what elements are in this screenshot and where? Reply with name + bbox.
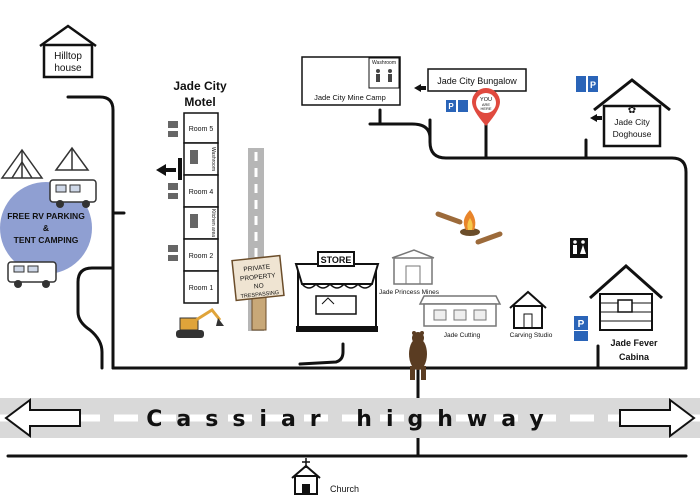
you-label-3: HERE	[480, 106, 491, 111]
motel-room-2: Room 2	[189, 253, 214, 260]
parking-icon: P	[574, 316, 588, 341]
jade-city-doghouse: ✿ Jade City Doghouse P	[576, 76, 671, 148]
road-store-spur	[298, 342, 345, 366]
rv-parking-label-3: TENT CAMPING	[14, 235, 79, 245]
bed-icon	[168, 121, 178, 261]
highway-arrow-right	[619, 398, 696, 438]
motel-title-1: Jade City	[173, 79, 227, 93]
motel-kitchen: Kitchen area	[210, 209, 216, 237]
cabins-label-2: Cabina	[619, 352, 650, 362]
road-east-loop	[428, 118, 688, 370]
motel-room-4: Room 4	[189, 189, 214, 196]
entrance-arrow-icon	[414, 84, 426, 92]
paw-icon: ✿	[628, 105, 636, 116]
rv-parking-label-2: &	[43, 223, 49, 233]
jade-city-mine-camp: Washroom Jade City Mine Camp	[301, 56, 401, 106]
jade-cutting: Jade Cutting	[418, 295, 502, 339]
bungalow-name: Jade City Bungalow	[437, 76, 517, 86]
motel-room-1: Room 1	[189, 285, 214, 292]
campfire-icon	[435, 210, 503, 245]
tent-icon	[0, 148, 44, 179]
bear-icon	[409, 331, 427, 380]
you-are-here-pin: YOU ARE HERE	[472, 88, 500, 126]
toilet-icon	[190, 150, 198, 164]
entrance-arrow-icon	[590, 114, 602, 122]
you-label-1: YOU	[480, 97, 492, 103]
doghouse-label-1: Jade City	[614, 117, 650, 127]
sign-line-4: TRESPASSING	[240, 290, 279, 300]
restroom-icon	[570, 238, 588, 258]
private-property-sign: PRIVATE PROPERTY NO TRESPASSING	[231, 254, 285, 331]
highway-arrow-left	[4, 398, 81, 438]
rv-parking-label-1: FREE RV PARKING	[7, 211, 85, 221]
parking-icon: P	[576, 76, 598, 92]
kitchen-icon	[190, 214, 198, 228]
jade-princess-mines: Jade Princess Mines	[379, 249, 440, 296]
svg-text:P: P	[448, 102, 454, 111]
road-mine-camp-spur	[368, 122, 432, 140]
entrance-arrow-icon	[156, 158, 182, 180]
jade-city-bungalow: Jade City Bungalow P	[414, 68, 527, 112]
parking-icon: P	[446, 100, 468, 112]
sign-line-2: PROPERTY	[240, 272, 277, 283]
princess-mines-label: Jade Princess Mines	[379, 289, 440, 296]
toilet-icon	[376, 69, 392, 82]
hilltop-house-label-2: house	[54, 63, 82, 74]
rv-camper-icon	[7, 261, 57, 288]
sign-line-3: NO	[254, 283, 264, 291]
store-sign: STORE	[321, 255, 352, 265]
church-label: Church	[330, 484, 359, 494]
mine-camp-name: Jade City Mine Camp	[314, 93, 386, 102]
jade-fever-cabins: Jade Fever Cabina P	[574, 263, 663, 362]
hilltop-house-label-1: Hilltop	[54, 51, 82, 62]
cabins-label-1: Jade Fever	[610, 338, 658, 348]
motel-title-2: Motel	[184, 95, 215, 109]
road-hilltop	[66, 95, 115, 370]
jade-cutting-label: Jade Cutting	[444, 332, 481, 339]
mine-camp-washroom: Washroom	[372, 60, 396, 66]
rv-parking-area: FREE RV PARKING & TENT CAMPING	[0, 146, 97, 288]
doghouse-label-2: Doghouse	[613, 129, 652, 139]
store: STORE	[294, 251, 380, 332]
tent-icon	[54, 146, 90, 171]
svg-text:P: P	[590, 80, 596, 90]
rv-camper-icon	[49, 179, 97, 208]
motel-washroom: Washroom	[210, 147, 216, 171]
jade-city-motel: Jade City Motel Room 5 Washroom Room 4 K…	[156, 79, 227, 304]
sign-line-1: PRIVATE	[243, 264, 271, 274]
road-west-lower	[76, 266, 115, 370]
roads	[6, 95, 688, 458]
excavator-icon	[176, 308, 224, 338]
highway-name: Cassiar highway	[146, 407, 558, 432]
carving-studio-label: Carving Studio	[510, 332, 553, 339]
church: Church	[291, 458, 359, 495]
you-label-2: ARE	[482, 102, 491, 107]
highway: Cassiar highway	[0, 398, 700, 438]
rv-parking-circle	[0, 182, 92, 274]
motel-room-5: Room 5	[189, 126, 214, 133]
svg-text:P: P	[578, 319, 585, 330]
hilltop-house: Hilltop house	[39, 24, 97, 79]
carving-studio: Carving Studio	[509, 290, 553, 339]
